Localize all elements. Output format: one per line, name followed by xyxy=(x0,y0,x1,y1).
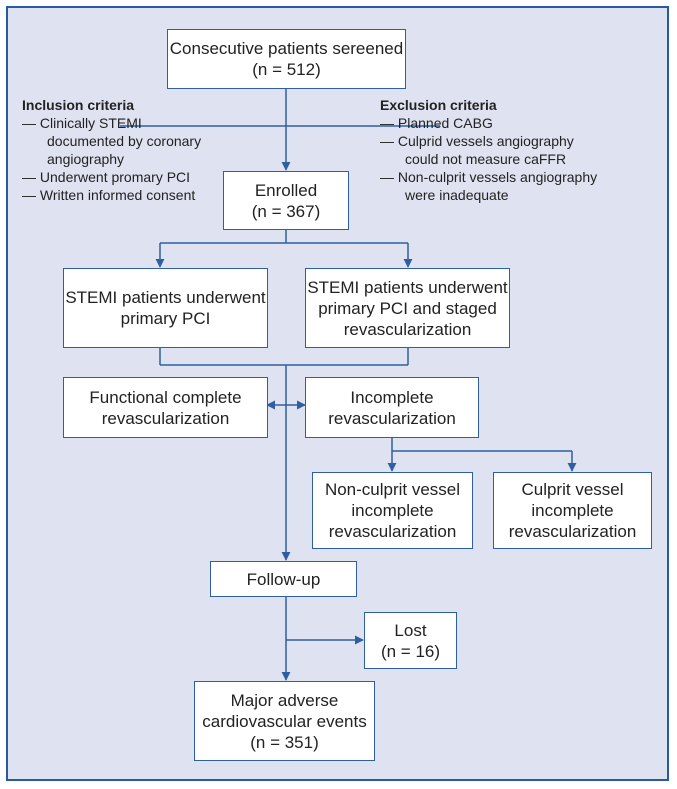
enrolled-title: Enrolled xyxy=(254,180,318,200)
exclusion-item: were inadequate xyxy=(405,187,509,203)
mace-box: Major adverse cardiovascular events (n =… xyxy=(194,681,375,761)
nonculprit-line: revascularization xyxy=(328,522,457,541)
exclusion-item: — Non-culprit vessels angiography xyxy=(380,169,598,185)
nonculprit-line: incomplete xyxy=(351,501,434,520)
screened-box: Consecutive patients sereened (n = 512) xyxy=(167,29,406,89)
lost-title: Lost xyxy=(394,620,427,640)
stemi-staged-line: primary PCI and staged xyxy=(318,298,497,318)
culprit-line: revascularization xyxy=(508,522,637,541)
stemi-pci-box: STEMI patients underwent primary PCI xyxy=(63,268,268,348)
inclusion-item: — Written informed consent xyxy=(22,187,196,203)
followup-title: Follow-up xyxy=(246,569,321,589)
stemi-pci-line: primary PCI xyxy=(120,309,211,328)
incomplete-line: Incomplete xyxy=(350,387,434,407)
inclusion-item: angiography xyxy=(47,151,125,167)
screened-count: (n = 512) xyxy=(252,60,321,79)
mace-count: (n = 351) xyxy=(250,732,319,752)
exclusion-item: could not measure caFFR xyxy=(405,151,567,167)
culprit-line: Culprit vessel xyxy=(521,480,624,499)
incomplete-line: revascularization xyxy=(328,408,456,428)
functional-line: revascularization xyxy=(101,408,230,428)
incomplete-box: Incomplete revascularization xyxy=(305,377,479,438)
functional-complete-box: Functional complete revascularization xyxy=(63,377,268,438)
exclusion-title: Exclusion criteria xyxy=(380,97,497,113)
nonculprit-box: Non-culprit vessel incomplete revascular… xyxy=(312,472,473,549)
enrolled-count: (n = 367) xyxy=(251,201,321,221)
stemi-staged-line: STEMI patients underwent xyxy=(307,277,508,297)
followup-box: Follow-up xyxy=(210,561,357,597)
inclusion-title: Inclusion criteria xyxy=(22,97,135,113)
mace-line: cardiovascular events xyxy=(202,711,367,731)
nonculprit-line: Non-culprit vessel xyxy=(324,480,461,499)
inclusion-item: — Underwent promary PCI xyxy=(22,169,191,185)
exclusion-item: — Culprid vessels angiography xyxy=(380,133,574,149)
stemi-pci-line: STEMI patients underwent xyxy=(65,288,266,307)
inclusion-criteria: Inclusion criteria — Clinically STEMI do… xyxy=(22,96,201,204)
inclusion-item: documented by coronary xyxy=(47,133,202,149)
lost-count: (n = 16) xyxy=(380,641,441,661)
exclusion-criteria: Exclusion criteria — Planned CABG — Culp… xyxy=(380,96,597,204)
screened-title: Consecutive patients sereened xyxy=(169,39,404,58)
stemi-staged-box: STEMI patients underwent primary PCI and… xyxy=(305,268,510,348)
enrolled-box: Enrolled (n = 367) xyxy=(223,171,349,230)
mace-line: Major adverse xyxy=(230,690,339,710)
stemi-staged-line: revascularization xyxy=(343,319,472,339)
functional-line: Functional complete xyxy=(89,387,242,407)
culprit-line: incomplete xyxy=(531,501,614,520)
culprit-box: Culprit vessel incomplete revascularizat… xyxy=(493,472,652,549)
inclusion-item: — Clinically STEMI xyxy=(22,115,142,131)
exclusion-item: — Planned CABG xyxy=(380,115,493,131)
lost-box: Lost (n = 16) xyxy=(364,612,457,669)
